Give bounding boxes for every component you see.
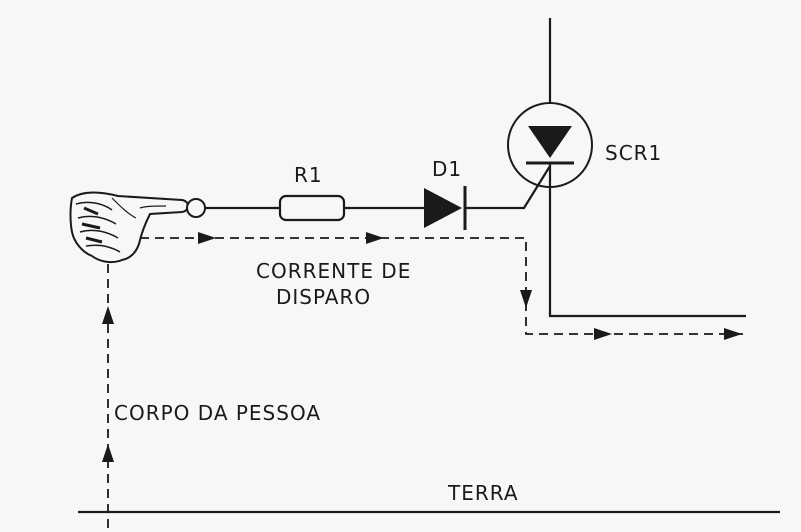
diode-icon bbox=[424, 186, 467, 230]
body-arrow-lower bbox=[102, 444, 114, 462]
d1-label: D1 bbox=[432, 157, 462, 181]
trigger-arrow-3 bbox=[594, 328, 612, 340]
trigger-arrow-2 bbox=[366, 232, 384, 244]
trigger-arrow-1 bbox=[198, 232, 216, 244]
trigger-arrow-down bbox=[520, 290, 532, 308]
scr1-label: SCR1 bbox=[605, 141, 662, 165]
pointing-hand-icon bbox=[69, 191, 189, 264]
resistor-icon bbox=[278, 194, 346, 222]
wire-d1-gate bbox=[465, 165, 551, 210]
touch-contact-icon bbox=[186, 198, 206, 218]
body-arrow-upper bbox=[102, 306, 114, 324]
r1-label: R1 bbox=[294, 163, 323, 187]
trigger-current-label-line1: CORRENTE DE bbox=[256, 259, 411, 283]
trigger-current-path bbox=[140, 237, 746, 335]
trigger-arrow-4 bbox=[724, 328, 742, 340]
ground-label: TERRA bbox=[447, 481, 519, 505]
trigger-current-label-line2: DISPARO bbox=[276, 285, 371, 309]
body-label: CORPO DA PESSOA bbox=[114, 401, 321, 425]
wire-scr-cathode bbox=[548, 163, 746, 318]
